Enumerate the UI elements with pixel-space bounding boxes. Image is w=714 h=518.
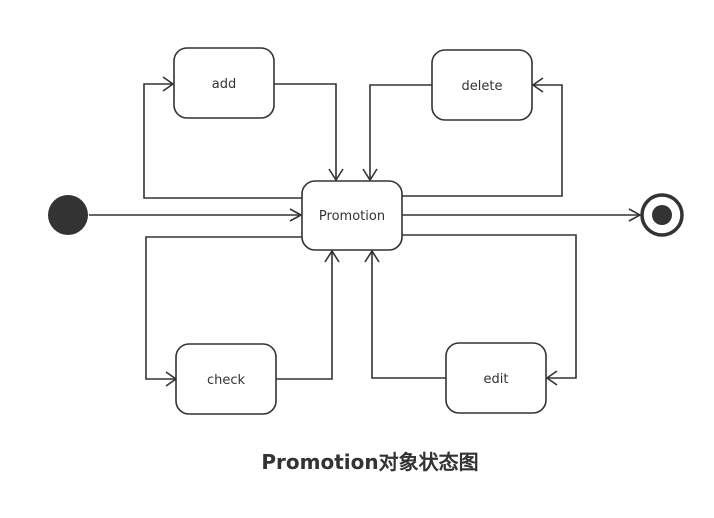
arrowhead-promotion-bottom-left: [324, 249, 340, 263]
transition-promotion-to-check: [145, 236, 302, 380]
arrowhead-promotion-top-right: [362, 168, 378, 182]
transitions: [89, 76, 642, 387]
state-check-label: check: [207, 373, 246, 388]
transition-promotion-to-add: [143, 83, 302, 199]
arrowhead-promotion-top-left: [328, 168, 344, 182]
transition-edit-to-promotion: [371, 251, 446, 379]
state-delete-label: delete: [462, 79, 503, 94]
transition-check-to-promotion: [276, 251, 333, 380]
state-check: check: [175, 343, 277, 415]
state-add-label: add: [212, 77, 236, 92]
arrowhead-final: [628, 208, 642, 222]
arrowhead-add: [162, 76, 175, 92]
state-promotion: Promotion: [301, 180, 403, 251]
transition-promotion-to-edit: [402, 234, 577, 379]
initial-state: [48, 195, 88, 235]
state-edit: edit: [445, 342, 547, 414]
arrowhead-promotion-left: [289, 208, 303, 222]
transition-promotion-to-delete: [402, 84, 563, 197]
arrowhead-promotion-bottom-right: [364, 249, 380, 263]
arrowhead-edit: [545, 370, 558, 386]
state-promotion-label: Promotion: [319, 209, 385, 224]
arrowhead-delete: [531, 77, 544, 93]
transition-add-to-promotion: [274, 83, 337, 180]
state-delete: delete: [431, 49, 533, 121]
final-state: [640, 193, 684, 237]
transition-delete-to-promotion: [369, 84, 432, 180]
state-edit-label: edit: [484, 372, 509, 387]
diagram-caption: Promotion对象状态图: [261, 450, 479, 474]
state-add: add: [173, 47, 275, 119]
